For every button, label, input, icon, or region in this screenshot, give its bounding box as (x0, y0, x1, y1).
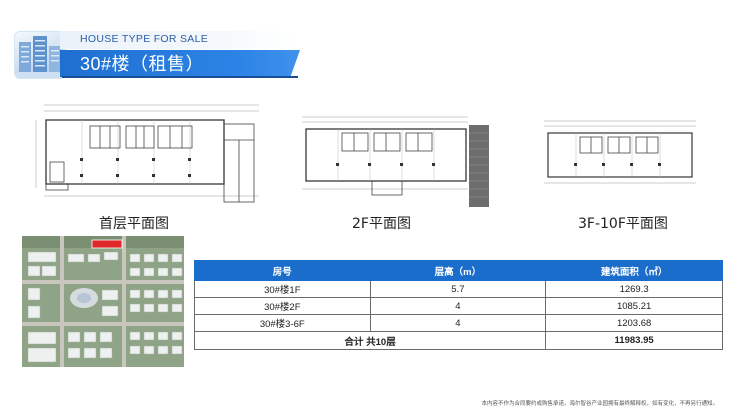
title-bar-underline (62, 76, 298, 78)
logo-image (14, 31, 66, 79)
subtitle-bar (60, 31, 298, 49)
header-unit: 房号 (194, 260, 371, 281)
title-bar (60, 50, 300, 77)
total-label: 合计 共10层 (193, 331, 547, 350)
ground-floor-caption: 首层平面图 (99, 216, 169, 232)
second-floor-plan-drawing (302, 116, 489, 207)
table-row: 30#楼2F 4 1085.21 (194, 297, 723, 315)
highlighted-building-marker (91, 239, 123, 249)
ground-floor-plan-drawing (35, 104, 259, 203)
cell-floor-height: 5.7 (369, 280, 547, 298)
disclaimer-footnote: 本内容不作为合同要约或购售承诺，海尔智谷产业园拥有最终解释权，如有变化，不再另行… (481, 401, 718, 407)
cell-floor-height: 4 (369, 314, 547, 332)
upper-floors-plan-drawing (544, 120, 696, 184)
table-header-row: 房号 层高（m） 建筑面积（㎡） (194, 260, 723, 281)
cell-area: 1085.21 (545, 297, 723, 315)
table-row: 30#楼1F 5.7 1269.3 (194, 280, 723, 298)
total-area: 11983.95 (545, 331, 723, 350)
section-subtitle: HOUSE TYPE FOR SALE (80, 33, 209, 45)
header-floor-height: 层高（m） (369, 260, 547, 281)
page-title: 30#楼（租售） (80, 54, 205, 74)
table-row: 30#楼3-6F 4 1203.68 (194, 314, 723, 332)
cell-unit: 30#楼1F (194, 280, 371, 298)
table-total-row: 合计 共10层 11983.95 (193, 331, 723, 350)
site-map-image (22, 236, 184, 367)
unit-area-table: 房号 层高（m） 建筑面积（㎡） 30#楼1F 5.7 1269.3 30#楼2… (193, 260, 723, 350)
second-floor-caption: 2F平面图 (352, 216, 411, 232)
header-area: 建筑面积（㎡） (545, 260, 723, 281)
cell-floor-height: 4 (369, 297, 547, 315)
cell-unit: 30#楼2F (194, 297, 371, 315)
cell-area: 1269.3 (545, 280, 723, 298)
upper-floors-caption: 3F-10F平面图 (578, 216, 668, 232)
cell-area: 1203.68 (545, 314, 723, 332)
cell-unit: 30#楼3-6F (194, 314, 371, 332)
